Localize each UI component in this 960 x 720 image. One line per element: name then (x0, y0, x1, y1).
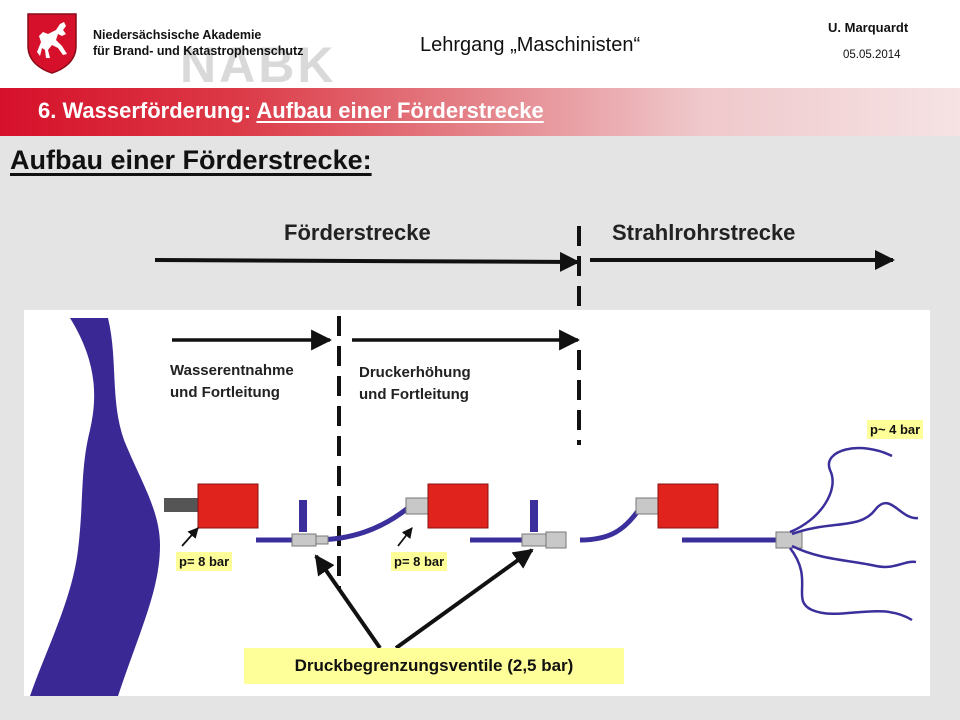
pump-1-pressure-label: p= 8 bar (176, 552, 233, 571)
coupling-pump-3-icon (635, 497, 661, 515)
pointer-pump-2 (397, 527, 413, 547)
section-title: 6. Wasserförderung: Aufbau einer Förders… (38, 98, 544, 124)
suction-pipe (164, 498, 200, 512)
stage-entnahme-line-1: Wasserentnahme (170, 362, 294, 379)
slide-date: 05.05.2014 (843, 49, 901, 61)
pointer-pump-1 (181, 527, 199, 547)
stage-entnahme-line-2: und Fortleitung (170, 384, 280, 401)
course-title: Lehrgang „Maschinisten“ (420, 34, 641, 56)
diagram-heading-text: Aufbau einer Förderstrecke: (10, 145, 372, 175)
coupling-pump-2-icon (405, 497, 431, 515)
lower-saxony-horse-logo-icon (27, 13, 77, 74)
slide-header: NABK Niedersächsische Akademie für Brand… (0, 0, 960, 93)
stage-erhoehung-label: Druckerhöhung und Fortleitung (359, 362, 471, 406)
diagram-heading: Aufbau einer Förderstrecke: (10, 145, 372, 176)
valve-standpipe-1 (299, 500, 307, 532)
water-source (30, 318, 160, 696)
pointer-valve-1 (314, 554, 382, 650)
strahlrohrstrecke-label: Strahlrohrstrecke (612, 220, 796, 245)
stage-entnahme-label: Wasserentnahme und Fortleitung (170, 360, 294, 404)
pointer-valve-2 (394, 548, 534, 650)
distributor-icon (775, 531, 803, 549)
section-title-prefix: 6. Wasserförderung: (38, 98, 257, 123)
stage-erhoehung-line-2: und Fortleitung (359, 386, 469, 403)
title-bar (0, 88, 960, 136)
nabk-watermark: NABK (180, 37, 337, 93)
pressure-valve-1-icon (291, 533, 329, 547)
foerderstrecke-label: Förderstrecke (284, 220, 431, 245)
foerderstrecke-arrow (154, 251, 580, 272)
pump-3-icon (657, 483, 719, 529)
pump-2-pressure-label: p= 8 bar (391, 552, 448, 571)
pressure-valve-2-icon (521, 531, 567, 549)
pump-1-icon (197, 483, 259, 529)
valves-label: Druckbegrenzungsventile (2,5 bar) (244, 648, 624, 684)
author-name: U. Marquardt (828, 20, 909, 35)
section-title-topic: Aufbau einer Förderstrecke (256, 98, 544, 123)
academy-line-1: Niedersächsische Akademie (93, 28, 262, 42)
outlet-pressure-label: p~ 4 bar (867, 420, 924, 439)
pump-2-icon (427, 483, 489, 529)
stage-erhoehung-line-1: Druckerhöhung (359, 364, 471, 381)
hose-segment-2 (313, 506, 410, 543)
academy-name: Niedersächsische Akademie für Brand- und… (93, 27, 303, 59)
outlet-branches (789, 446, 919, 622)
valve-standpipe-2 (530, 500, 538, 532)
academy-line-2: für Brand- und Katastrophenschutz (93, 44, 304, 58)
hose-segment-4 (579, 506, 643, 543)
